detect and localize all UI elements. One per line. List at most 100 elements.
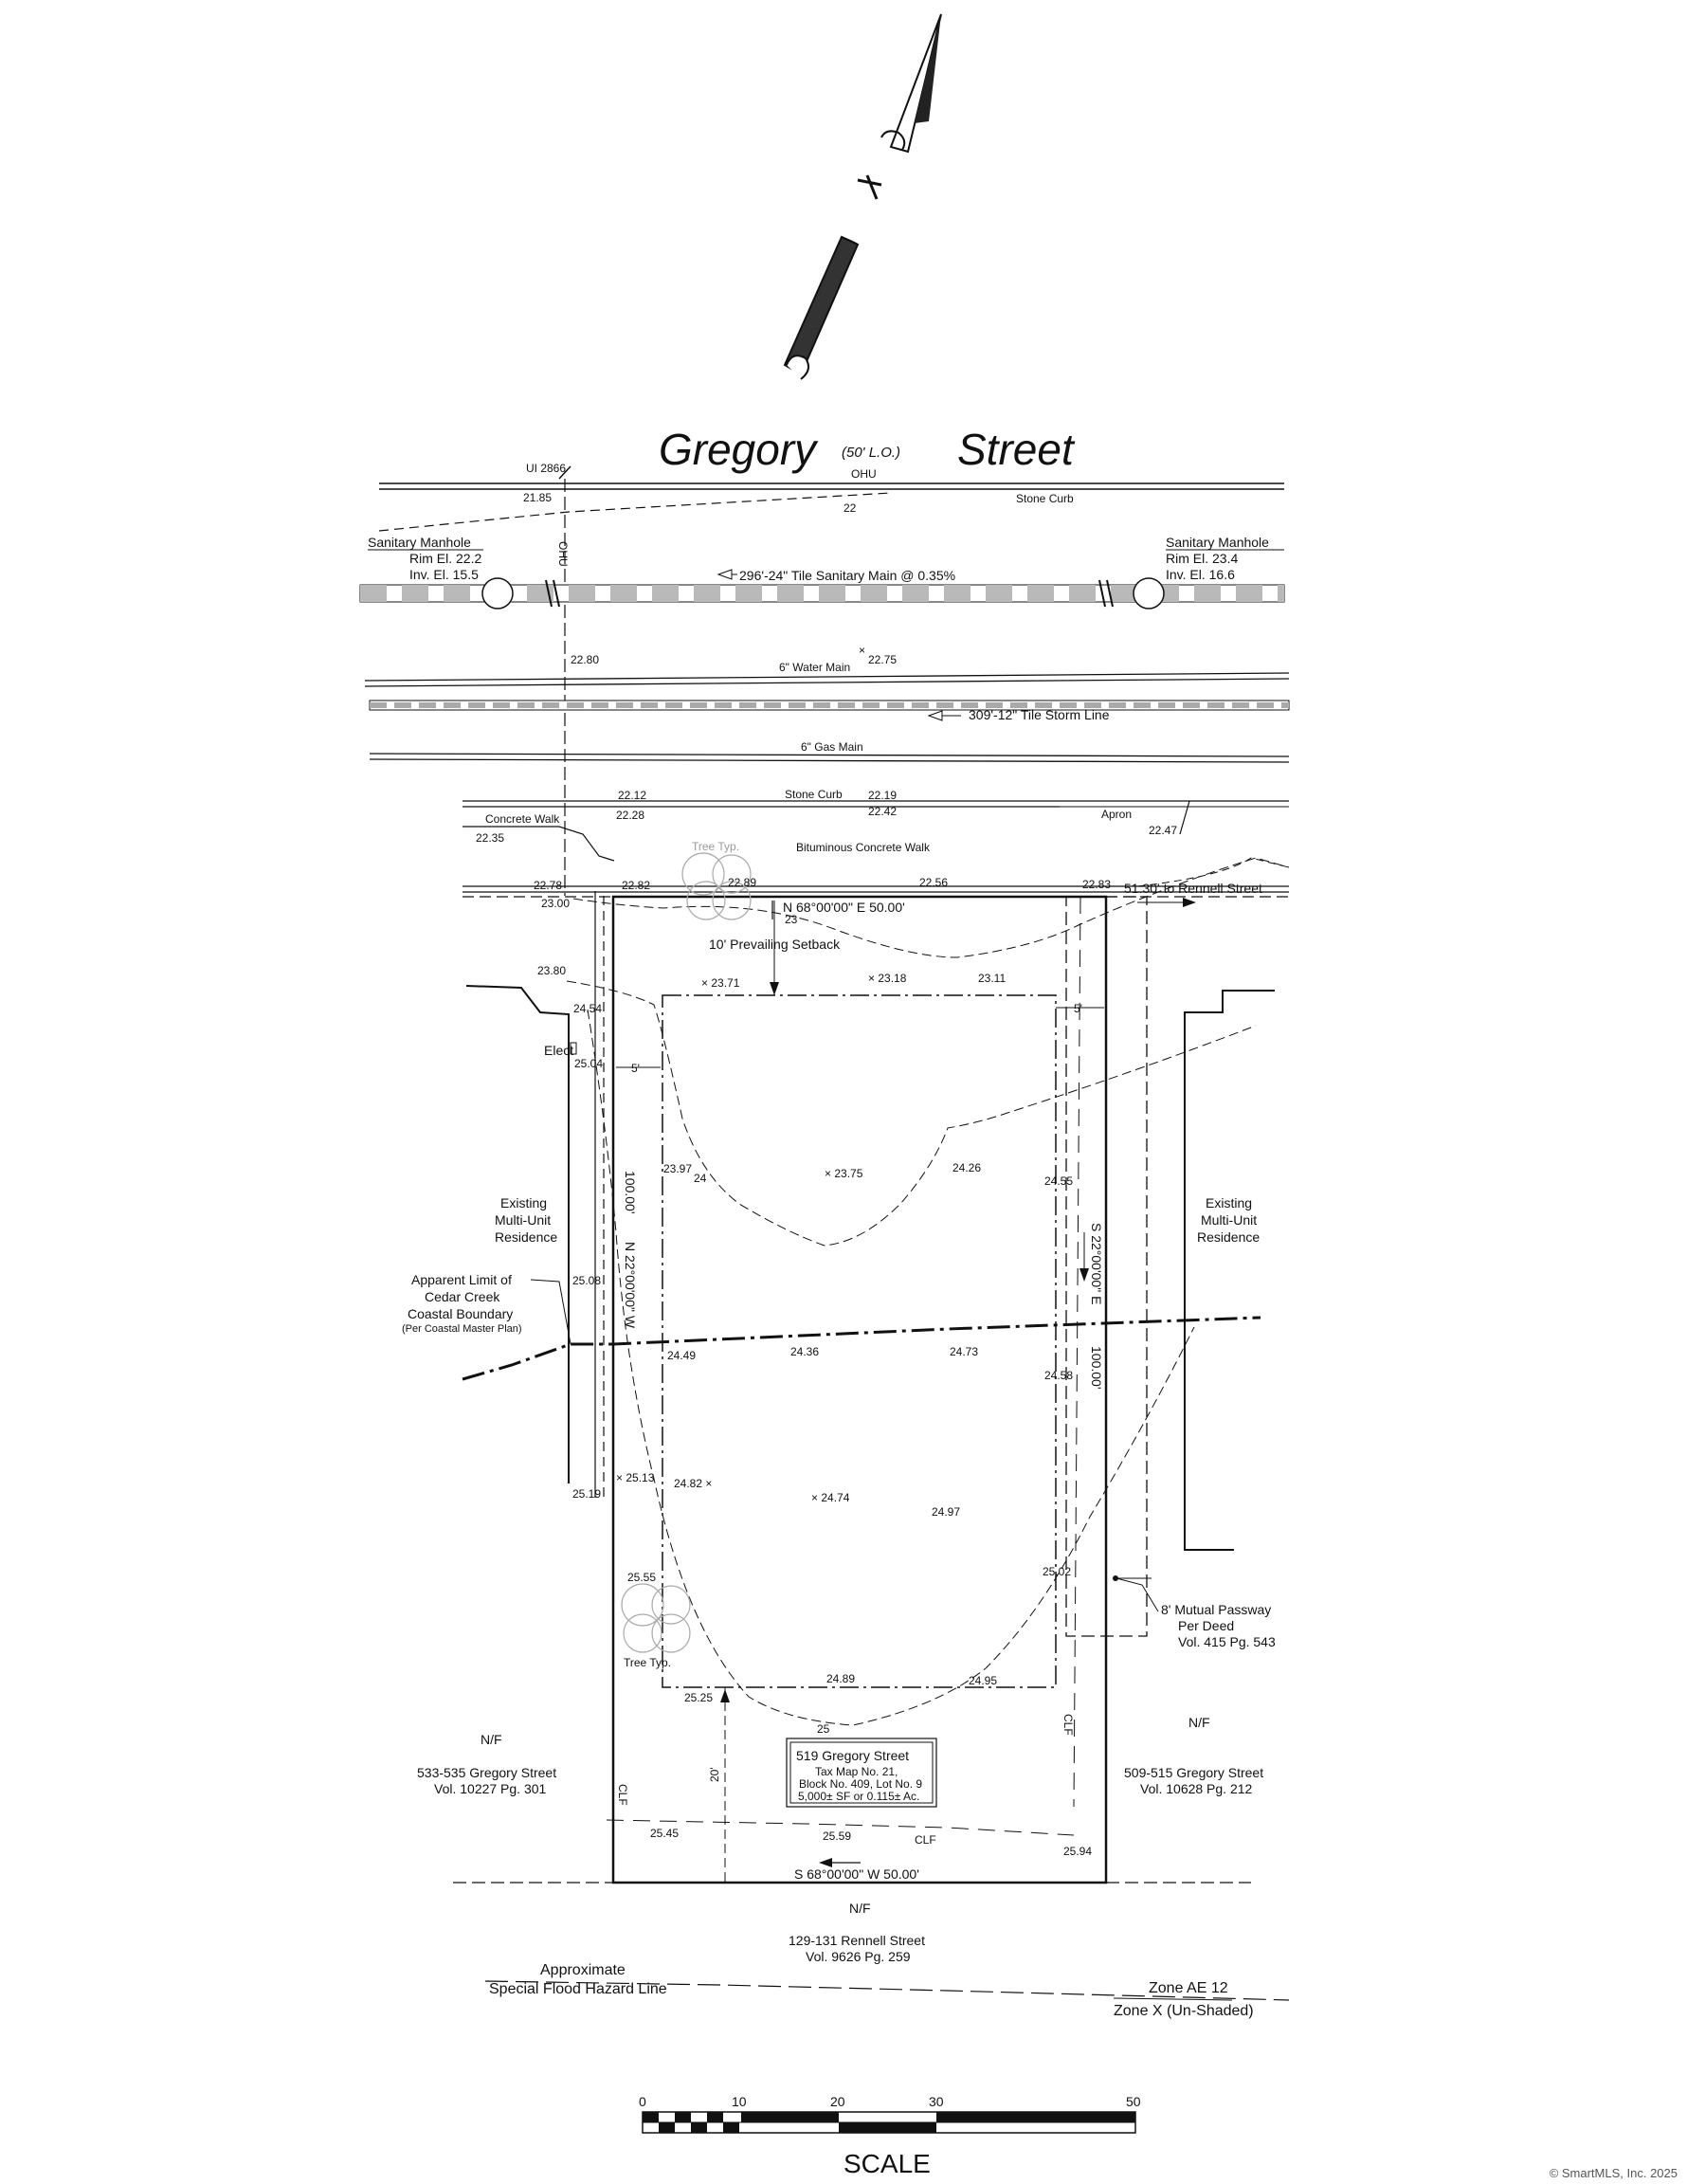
svg-text:23.00: 23.00 <box>541 897 570 910</box>
svg-text:22.82: 22.82 <box>622 879 650 892</box>
svg-text:24.97: 24.97 <box>932 1505 960 1519</box>
svg-text:24.89: 24.89 <box>826 1672 855 1685</box>
svg-text:23.80: 23.80 <box>537 964 566 977</box>
svg-text:22.89: 22.89 <box>728 876 756 889</box>
svg-text:Existing: Existing <box>1206 1195 1252 1210</box>
svg-text:Residence: Residence <box>495 1229 557 1245</box>
south-bearing: S 68°00'00" W 50.00' <box>794 1866 919 1882</box>
svg-text:10' Prevailing Setback: 10' Prevailing Setback <box>709 937 841 952</box>
svg-text:296'-24" Tile Sanitary Main @: 296'-24" Tile Sanitary Main @ 0.35% <box>739 568 955 583</box>
svg-text:Sanitary Manhole: Sanitary Manhole <box>368 535 471 550</box>
tree-icon: Tree Typ. <box>681 840 752 920</box>
svg-text:Zone X (Un-Shaded): Zone X (Un-Shaded) <box>1114 2003 1254 2019</box>
svg-text:24.73: 24.73 <box>950 1345 978 1358</box>
svg-text:Multi-Unit: Multi-Unit <box>495 1212 551 1228</box>
svg-text:24.36: 24.36 <box>790 1345 819 1358</box>
svg-text:× 23.71: × 23.71 <box>701 976 740 990</box>
svg-text:Vol. 10628 Pg. 212: Vol. 10628 Pg. 212 <box>1140 1781 1253 1796</box>
svg-text:Zone AE 12: Zone AE 12 <box>1149 1980 1228 1996</box>
svg-text:(Per Coastal Master Plan): (Per Coastal Master Plan) <box>402 1323 522 1335</box>
west-length: 100.00' <box>623 1171 638 1214</box>
svg-text:Existing: Existing <box>500 1195 547 1210</box>
svg-text:25.25: 25.25 <box>684 1691 713 1704</box>
contour-lines: 23 24 25 <box>566 857 1290 1736</box>
svg-text:Residence: Residence <box>1197 1229 1260 1245</box>
svg-text:Tree Typ.: Tree Typ. <box>624 1656 671 1669</box>
svg-text:22.83: 22.83 <box>1082 878 1111 891</box>
sanitary-main: Sanitary Manhole Rim El. 22.2 Inv. El. 1… <box>359 535 1285 610</box>
svg-text:N/F: N/F <box>1188 1715 1210 1730</box>
svg-text:×: × <box>859 644 865 657</box>
svg-text:0: 0 <box>639 2094 646 2109</box>
svg-text:5': 5' <box>631 1062 640 1075</box>
svg-text:50: 50 <box>1126 2094 1141 2109</box>
svg-text:20: 20 <box>830 2094 845 2109</box>
svg-text:22.35: 22.35 <box>476 831 504 845</box>
svg-text:N/F: N/F <box>481 1732 502 1747</box>
svg-text:CLF: CLF <box>915 1833 936 1847</box>
svg-text:24.55: 24.55 <box>1044 1174 1073 1188</box>
svg-text:× 24.74: × 24.74 <box>811 1491 850 1504</box>
svg-text:24.82 ×: 24.82 × <box>674 1477 712 1490</box>
svg-text:6" Gas Main: 6" Gas Main <box>801 740 863 754</box>
svg-text:25.02: 25.02 <box>1043 1565 1071 1578</box>
neighbor-buildings: Existing Multi-Unit Residence Existing M… <box>465 985 1275 1551</box>
svg-text:519 Gregory Street: 519 Gregory Street <box>796 1748 909 1763</box>
svg-text:509-515 Gregory Street: 509-515 Gregory Street <box>1124 1765 1263 1780</box>
svg-text:22.75: 22.75 <box>868 653 897 666</box>
svg-text:25.19: 25.19 <box>572 1487 601 1501</box>
svg-text:Vol. 10227 Pg. 301: Vol. 10227 Pg. 301 <box>434 1781 547 1796</box>
svg-text:22.42: 22.42 <box>868 805 897 818</box>
svg-text:Stone Curb: Stone Curb <box>785 788 843 801</box>
storm-line: 309'-12" Tile Storm Line <box>369 700 1290 722</box>
lot-info-box: 519 Gregory Street Tax Map No. 21, Block… <box>786 1738 937 1808</box>
svg-text:Sanitary Manhole: Sanitary Manhole <box>1166 535 1269 550</box>
svg-text:25.94: 25.94 <box>1063 1845 1092 1858</box>
svg-text:Per Deed: Per Deed <box>1178 1618 1234 1633</box>
spot-elevations: 22.78 22.82 22.89 22.56 22.83 23.00 23.8… <box>534 876 1111 1858</box>
gas-main: 6" Gas Main <box>369 740 1290 763</box>
svg-text:CLF: CLF <box>616 1784 629 1806</box>
svg-text:24.58: 24.58 <box>1044 1369 1073 1382</box>
svg-text:Block No. 409, Lot No. 9: Block No. 409, Lot No. 9 <box>799 1777 922 1791</box>
svg-text:× 23.75: × 23.75 <box>825 1167 863 1180</box>
svg-text:Coastal Boundary: Coastal Boundary <box>408 1306 513 1321</box>
svg-text:25.55: 25.55 <box>627 1571 656 1584</box>
svg-text:Bituminous Concrete Walk: Bituminous Concrete Walk <box>796 841 931 854</box>
svg-text:23.97: 23.97 <box>663 1162 692 1175</box>
svg-text:S 22°00'00" E: S 22°00'00" E <box>1089 1223 1104 1304</box>
svg-text:Gregory: Gregory <box>659 425 819 474</box>
east-bearing: S 22°00'00" E <box>1089 1223 1104 1304</box>
svg-text:Inv. El. 15.5: Inv. El. 15.5 <box>409 567 479 582</box>
scale-bar: 0 10 20 30 50 SCALE <box>639 2094 1141 2178</box>
svg-text:22.56: 22.56 <box>919 876 948 889</box>
svg-text:22.78: 22.78 <box>534 879 562 892</box>
svg-text:24.95: 24.95 <box>969 1674 997 1687</box>
svg-text:OHU: OHU <box>556 541 570 567</box>
svg-text:24.54: 24.54 <box>573 1002 602 1015</box>
svg-text:22.80: 22.80 <box>571 653 599 666</box>
svg-text:Inv. El. 16.6: Inv. El. 16.6 <box>1166 567 1235 582</box>
svg-text:UI 2866: UI 2866 <box>526 462 566 475</box>
copyright-notice: © SmartMLS, Inc. 2025 <box>1549 2166 1678 2180</box>
svg-text:25: 25 <box>817 1722 830 1736</box>
svg-text:533-535 Gregory Street: 533-535 Gregory Street <box>417 1765 556 1780</box>
svg-text:20': 20' <box>708 1767 721 1782</box>
property-boundary <box>453 891 1289 1884</box>
svg-text:25.04: 25.04 <box>574 1057 603 1070</box>
coastal-boundary: Apparent Limit of Cedar Creek Coastal Bo… <box>402 1272 1261 1381</box>
tree-icon: Tree Typ. <box>621 1583 691 1669</box>
elect-label: Elect <box>544 1043 573 1058</box>
svg-text:Apparent Limit of: Apparent Limit of <box>411 1272 512 1287</box>
building-setback: 10' Prevailing Setback 5' 5' 20' <box>616 901 1104 1883</box>
svg-text:25.45: 25.45 <box>650 1827 679 1840</box>
svg-text:Street: Street <box>957 425 1076 474</box>
svg-text:N/F: N/F <box>849 1901 871 1916</box>
svg-text:(50' L.O.): (50' L.O.) <box>842 445 900 461</box>
svg-text:21.85: 21.85 <box>523 491 552 504</box>
svg-text:23: 23 <box>785 913 798 926</box>
north-arrow <box>783 13 942 380</box>
svg-text:SCALE: SCALE <box>844 2149 931 2178</box>
svg-text:Vol. 415 Pg. 543: Vol. 415 Pg. 543 <box>1178 1634 1276 1649</box>
svg-text:22: 22 <box>844 501 857 515</box>
